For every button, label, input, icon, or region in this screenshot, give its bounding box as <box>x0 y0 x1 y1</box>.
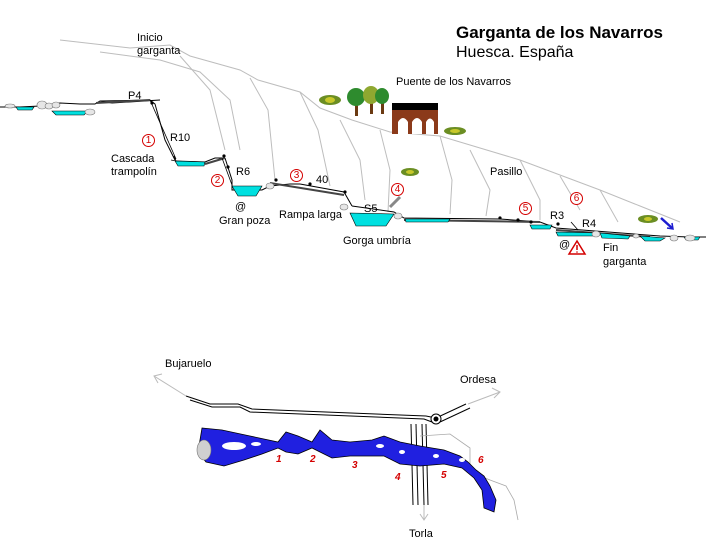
rocks <box>4 100 696 242</box>
label-at-2: @ <box>559 239 571 251</box>
label-cascada-2: trampolín <box>111 166 157 178</box>
warning-icon <box>567 239 587 255</box>
cliff-lines <box>59 39 681 223</box>
label-r10: R10 <box>170 132 191 144</box>
profile-marker-6: 6 <box>570 192 583 205</box>
bridge-icon <box>392 103 438 134</box>
anchors <box>149 99 579 231</box>
water-pools <box>15 106 701 242</box>
label-inicio-2: garganta <box>137 45 181 57</box>
profile-marker-4: 4 <box>391 183 404 196</box>
label-inicio-1: Inicio <box>137 32 163 44</box>
profile-marker-5: 5 <box>519 202 532 215</box>
profile-marker-2: 2 <box>211 174 224 187</box>
label-r3: R3 <box>550 210 565 222</box>
road-outline <box>419 433 519 521</box>
tree-icon <box>319 86 658 223</box>
label-puente: Puente de los Navarros <box>396 76 511 88</box>
map-marker-5: 5 <box>441 470 447 481</box>
direction-arrow-icon <box>388 195 674 230</box>
label-fin-2: garganta <box>603 256 647 268</box>
label-cascada-1: Cascada <box>111 153 155 165</box>
diagram-subtitle: Huesca. España <box>456 44 574 61</box>
label-bujaruelo: Bujaruelo <box>165 358 212 370</box>
map-marker-3: 3 <box>352 460 358 471</box>
river-map <box>196 427 497 513</box>
junction <box>430 413 442 425</box>
label-gran-poza: Gran poza <box>219 215 271 227</box>
label-r6: R6 <box>236 166 251 178</box>
map-marker-4: 4 <box>395 472 401 483</box>
label-gorga-umbria: Gorga umbría <box>343 235 411 247</box>
label-at-1: @ <box>235 201 247 213</box>
label-p4: P4 <box>128 90 142 102</box>
road-bujaruelo <box>185 395 471 423</box>
road-bujaruelo-arrow <box>153 373 501 405</box>
label-fin-1: Fin <box>603 242 619 254</box>
label-ordesa: Ordesa <box>460 374 497 386</box>
profile-marker-1: 1 <box>142 134 155 147</box>
label-r4: R4 <box>582 218 597 230</box>
profile-marker-3: 3 <box>290 169 303 182</box>
map-marker-2: 2 <box>310 454 316 465</box>
road-torla-arrow <box>419 505 429 521</box>
label-torla: Torla <box>409 528 433 540</box>
diagram-title: Garganta de los Navarros <box>456 23 663 42</box>
label-s5: S5 <box>364 203 378 215</box>
label-rampa-larga: Rampa larga <box>279 209 342 221</box>
map-marker-6: 6 <box>478 455 484 466</box>
label-forty: 40 <box>316 174 329 186</box>
label-pasillo: Pasillo <box>490 166 523 178</box>
map-marker-1: 1 <box>276 454 282 465</box>
